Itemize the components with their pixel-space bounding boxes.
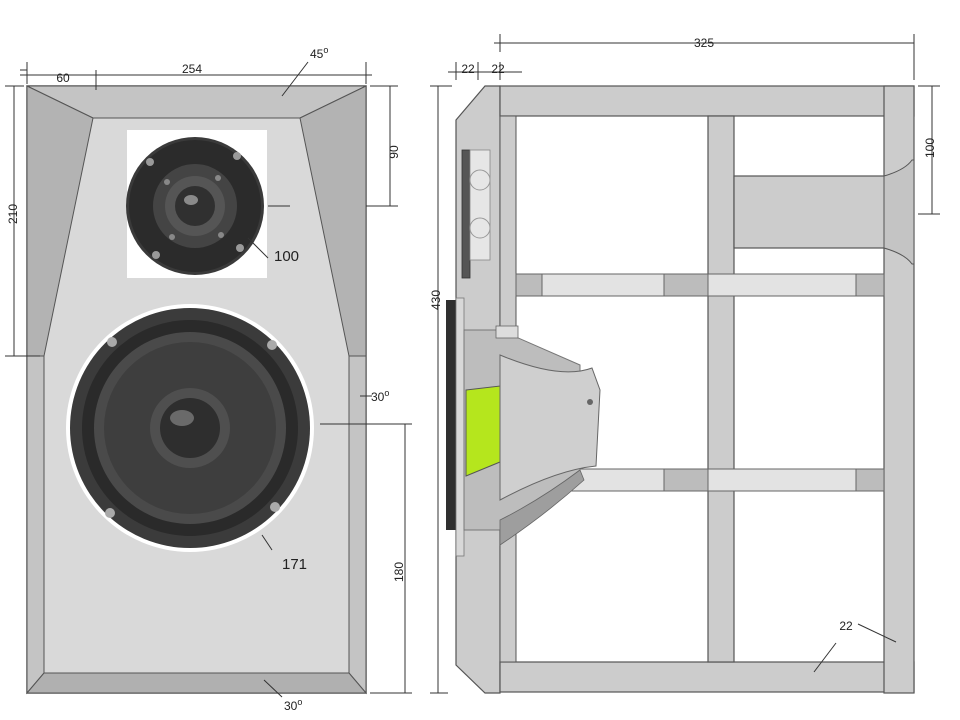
brace-block — [663, 468, 709, 492]
tweeter — [126, 130, 267, 278]
front-width-label: 254 — [182, 62, 202, 76]
top-angle-value: 45 — [310, 47, 324, 61]
side-angle-label: 30o — [371, 388, 389, 404]
brace-block — [855, 468, 885, 492]
degree-mark: o — [297, 697, 302, 707]
bottom-angle-value: 30 — [284, 699, 298, 713]
baffle-thickness-label-1: 22 — [461, 62, 475, 76]
front-view: 60 254 45o 210 90 100 171 30o 180 30o — [5, 45, 412, 713]
lower-right-bevel — [348, 355, 367, 695]
side-angle-value: 30 — [371, 390, 385, 404]
port-diameter-label: 100 — [923, 138, 937, 158]
tweeter-side — [461, 149, 491, 279]
baffle-thickness-label-2: 22 — [491, 62, 505, 76]
degree-mark: o — [384, 388, 389, 398]
brace-block — [663, 273, 709, 297]
side-height-label: 430 — [429, 290, 443, 310]
front-height-label: 210 — [6, 204, 20, 224]
front-dimensions — [5, 61, 412, 698]
side-view: 325 22 22 430 100 22 — [429, 34, 940, 694]
lower-left-bevel — [26, 355, 45, 695]
bottom-panel — [499, 661, 915, 693]
right-height-label: 90 — [387, 145, 401, 159]
brace-block — [515, 273, 543, 297]
bevel-width-label: 60 — [56, 71, 70, 85]
woofer-magnet-accent — [465, 385, 501, 477]
side-dimensions — [430, 34, 940, 694]
side-depth-label: 325 — [694, 36, 714, 50]
woofer-side — [446, 297, 601, 557]
bottom-angle-label: 30o — [284, 697, 302, 713]
tweeter-diameter-label: 100 — [274, 248, 299, 265]
panel-thickness-label: 22 — [839, 619, 853, 633]
top-panel — [499, 85, 915, 117]
lower-height-label: 180 — [392, 562, 406, 582]
woofer-diameter-label: 171 — [282, 556, 307, 573]
woofer — [66, 304, 314, 552]
brace-block — [855, 273, 885, 297]
top-angle-label: 45o — [310, 45, 328, 61]
bass-port — [733, 159, 915, 265]
degree-mark: o — [323, 45, 328, 55]
vertical-brace — [707, 115, 735, 663]
bottom-bevel — [25, 672, 368, 694]
